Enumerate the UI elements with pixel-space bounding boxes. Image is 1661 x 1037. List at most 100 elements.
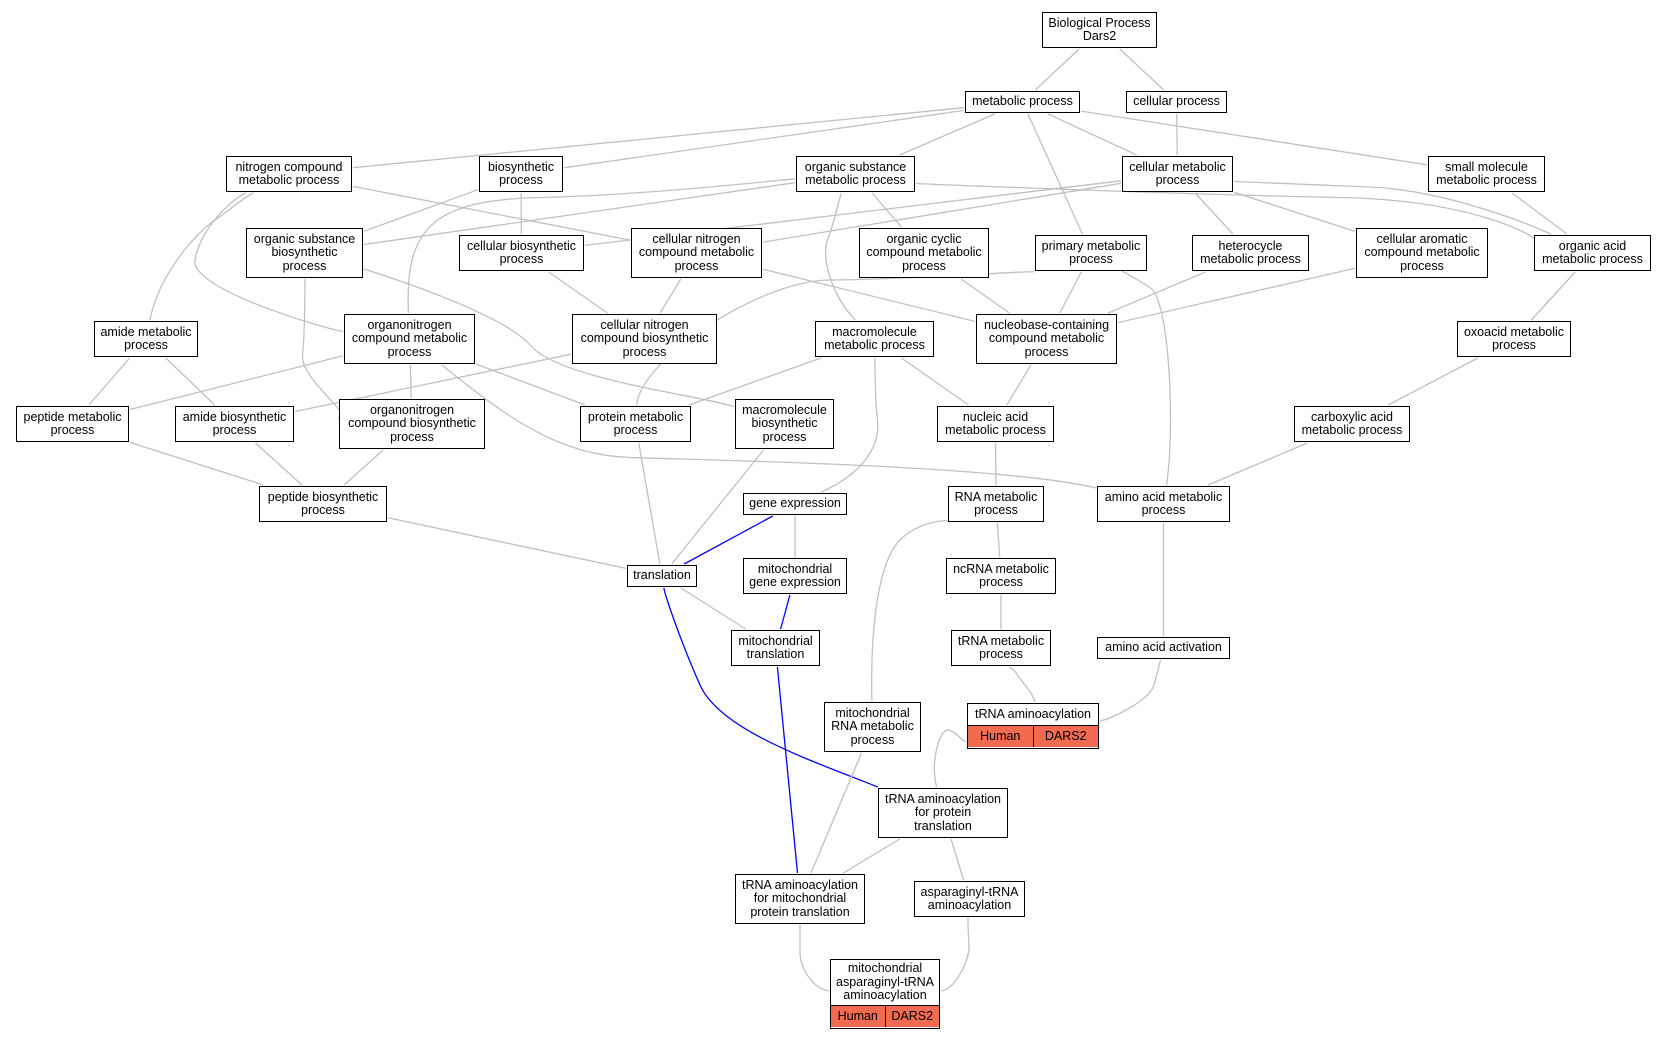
node-label-line: cellular biosynthetic (466, 238, 577, 253)
node-label-line: process (1141, 503, 1186, 517)
node-label-line: process (499, 252, 544, 266)
edge-nucleobase-containing-compound-metabolic-process-to-cellular-nitrogen-compound-metabolic-process (762, 268, 976, 323)
annotation-species: Human (831, 1006, 885, 1027)
node-metabolic-process[interactable]: metabolic process (965, 91, 1080, 113)
edge-nucleobase-containing-compound-metabolic-process-to-heterocycle-metabolic-process (1107, 271, 1206, 314)
node-label-line: metabolic process (805, 173, 906, 187)
edge-amino-acid-metabolic-process-to-primary-metabolic-process (1122, 270, 1172, 486)
node-label-line: gene expression (749, 575, 841, 589)
edge-organic-acid-metabolic-process-to-organic-substance-metabolic-process (915, 182, 1535, 239)
node-label-line: process (613, 423, 658, 437)
node-label-line: small molecule (1445, 159, 1528, 174)
edge-cellular-process-to-bp-root (1119, 48, 1165, 91)
node-label-line: protein metabolic (587, 409, 684, 424)
node-label-line: process (674, 258, 719, 273)
node-label-line: compound biosynthetic (580, 331, 709, 346)
edge-protein-metabolic-process-to-macromolecule-metabolic-process (688, 357, 822, 406)
node-label-line: macromolecule (832, 324, 917, 339)
edge-cellular-aromatic-compound-metabolic-process-to-cellular-metabolic-process (1233, 191, 1356, 233)
node-label-line: metabolic process (1542, 252, 1643, 266)
node-cellular-process[interactable]: cellular process (1126, 91, 1227, 113)
node-label-line: asparaginyl-tRNA (920, 884, 1019, 899)
edge-heterocycle-metabolic-process-to-cellular-metabolic-process (1194, 192, 1234, 235)
node-label: tRNA aminoacylation (968, 704, 1098, 725)
edge-peptide-metabolic-process-to-organonitrogen-compound-metabolic-process (129, 355, 344, 411)
edge-peptide-biosynthetic-process-to-organonitrogen-compound-biosynthetic-process (343, 449, 384, 486)
node-label-line: process (499, 173, 543, 187)
edge-nucleic-acid-metabolic-process-to-nucleobase-containing-compound-metabolic-process (1006, 364, 1032, 406)
edge-organic-acid-metabolic-process-to-small-molecule-metabolic-process (1511, 192, 1568, 235)
node-translation[interactable]: translation (627, 565, 697, 587)
node-label-line: cellular process (1133, 94, 1220, 109)
edge-translation-to-macromolecule-biosynthetic-process (671, 449, 765, 565)
node-label-line: metabolic process (1301, 423, 1403, 437)
edge-trna-aminoacylation-to-trna-metabolic-process (1008, 666, 1036, 703)
edge-cellular-nitrogen-compound-biosynthetic-process-to-cellular-nitrogen-compound-metabolic-process (659, 278, 682, 314)
edge-asparaginyl-trna-aminoacylation-to-trna-aminoacylation-for-protein-translation (950, 838, 965, 881)
edge-nucleic-acid-metabolic-process-to-macromolecule-metabolic-process (901, 357, 969, 406)
node-label-line: for protein (914, 805, 972, 820)
node-label-line: process (212, 423, 257, 437)
node-label-line: process (387, 344, 432, 359)
edge-cellular-nitrogen-compound-biosynthetic-process-to-cellular-biosynthetic-process (548, 271, 608, 314)
node-gene-expression[interactable]: gene expression (743, 493, 847, 515)
node-amino-acid-activation[interactable]: amino acid activation (1097, 637, 1230, 659)
node-label-line: cellular nitrogen (600, 317, 689, 332)
node-label-line: tRNA metabolic (957, 633, 1045, 648)
node-label-line: cellular aromatic (1376, 231, 1468, 246)
edge-carboxylic-acid-metabolic-process-to-oxoacid-metabolic-process (1387, 357, 1479, 406)
node-label-line: organic substance (804, 159, 907, 174)
node-label-line: compound metabolic (988, 331, 1105, 346)
node-label-line: protein translation (750, 904, 850, 919)
edge-primary-metabolic-process-to-metabolic-process (1027, 113, 1083, 235)
node-label-line: mitochondrial (835, 705, 910, 720)
edge-organonitrogen-compound-biosynthetic-process-to-organonitrogen-compound-metabolic-process (409, 364, 412, 399)
node-label-line: cellular metabolic (1129, 159, 1226, 174)
edge-trna-aminoacylation-for-protein-translation-to-trna-aminoacylation (933, 729, 967, 788)
edge-trna-aminoacylation-for-mitochondrial-protein-translation-to-mitochondrial-translation (776, 666, 799, 874)
node-label-line: amide biosynthetic (182, 409, 287, 424)
